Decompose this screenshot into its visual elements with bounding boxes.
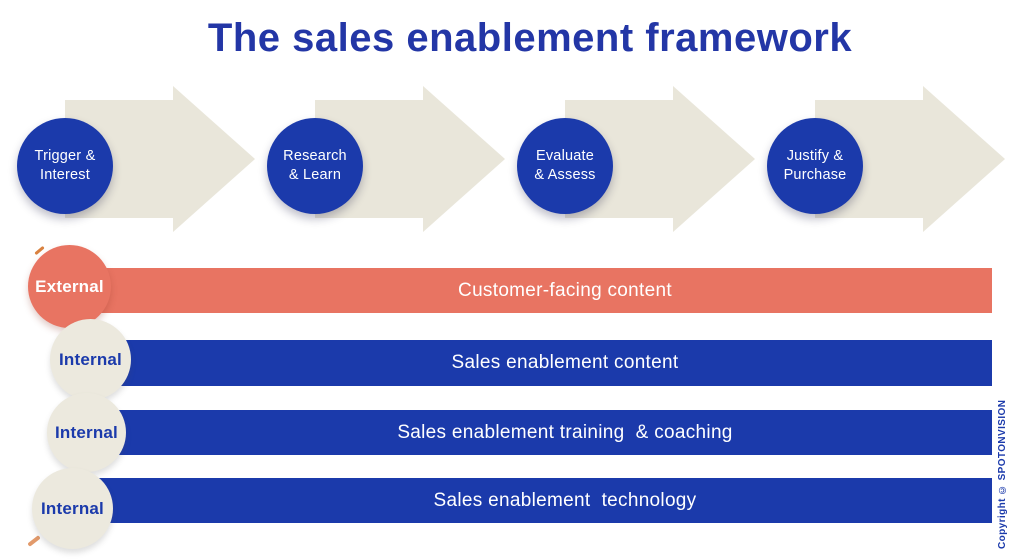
page-title: The sales enablement framework — [207, 16, 853, 60]
bar-text-sales-enablement-content: Sales enablement content — [140, 340, 990, 386]
stage-label-line2: & Learn — [288, 167, 342, 183]
arrow-right-icon — [423, 86, 505, 232]
stage-circle-evaluate-assess: Evaluate & Assess — [517, 118, 613, 214]
bar-customer-facing-content — [68, 268, 992, 313]
stage-label-line1: Evaluate — [535, 148, 595, 165]
stage-justify-purchase: Justify & Purchase — [767, 0, 1024, 245]
stage-trigger-interest: Trigger & Interest — [17, 0, 315, 245]
stage-label-line2: Interest — [40, 167, 90, 183]
row-badge-internal-2: Internal — [47, 393, 126, 472]
stage-label-line2: & Assess — [534, 167, 596, 183]
bar-text: Sales enablement content — [451, 352, 679, 373]
stage-circle-justify-purchase: Justify & Purchase — [767, 118, 863, 214]
row-badge-label: Internal — [40, 498, 104, 518]
bar-text-sales-enablement-training-coaching: Sales enablement training & coaching — [140, 410, 990, 455]
stage-research-learn: Research & Learn — [267, 0, 565, 245]
row-badge-internal-3: Internal — [32, 468, 113, 549]
row-badge-internal-1: Internal — [50, 319, 131, 400]
bar-text: Sales enablement technology — [433, 489, 697, 511]
arrow-right-icon — [923, 86, 1005, 232]
bar-text: Customer-facing content — [458, 279, 672, 301]
stage-circle-trigger-interest: Trigger & Interest — [17, 118, 113, 214]
arrow-right-icon — [673, 86, 755, 232]
arrow-right-icon — [173, 86, 255, 232]
bar-text: Sales enablement training & coaching — [397, 421, 733, 443]
bar-sales-enablement-technology — [90, 478, 992, 523]
stage-evaluate-assess: Evaluate & Assess — [517, 0, 815, 245]
row-badge-label: External — [35, 276, 104, 296]
decorative-dash-icon — [27, 535, 41, 547]
bar-text-customer-facing-content: Customer-facing content — [140, 268, 990, 313]
stage-label-line1: Trigger & — [34, 148, 96, 165]
row-badge-external: External — [28, 245, 111, 328]
stage-label-line1: Justify & — [786, 148, 844, 165]
stage-circle-research-learn: Research & Learn — [267, 118, 363, 214]
stage-label-line2: Purchase — [783, 167, 847, 183]
bar-sales-enablement-content — [90, 340, 992, 386]
row-badge-label: Internal — [58, 349, 122, 369]
bar-sales-enablement-training-coaching — [90, 410, 992, 455]
stage-label-line1: Research — [283, 148, 347, 165]
row-badge-label: Internal — [54, 422, 118, 442]
bar-text-sales-enablement-technology: Sales enablement technology — [140, 478, 990, 523]
copyright-notice: Copyright © SPOTONVISION — [997, 399, 1008, 549]
